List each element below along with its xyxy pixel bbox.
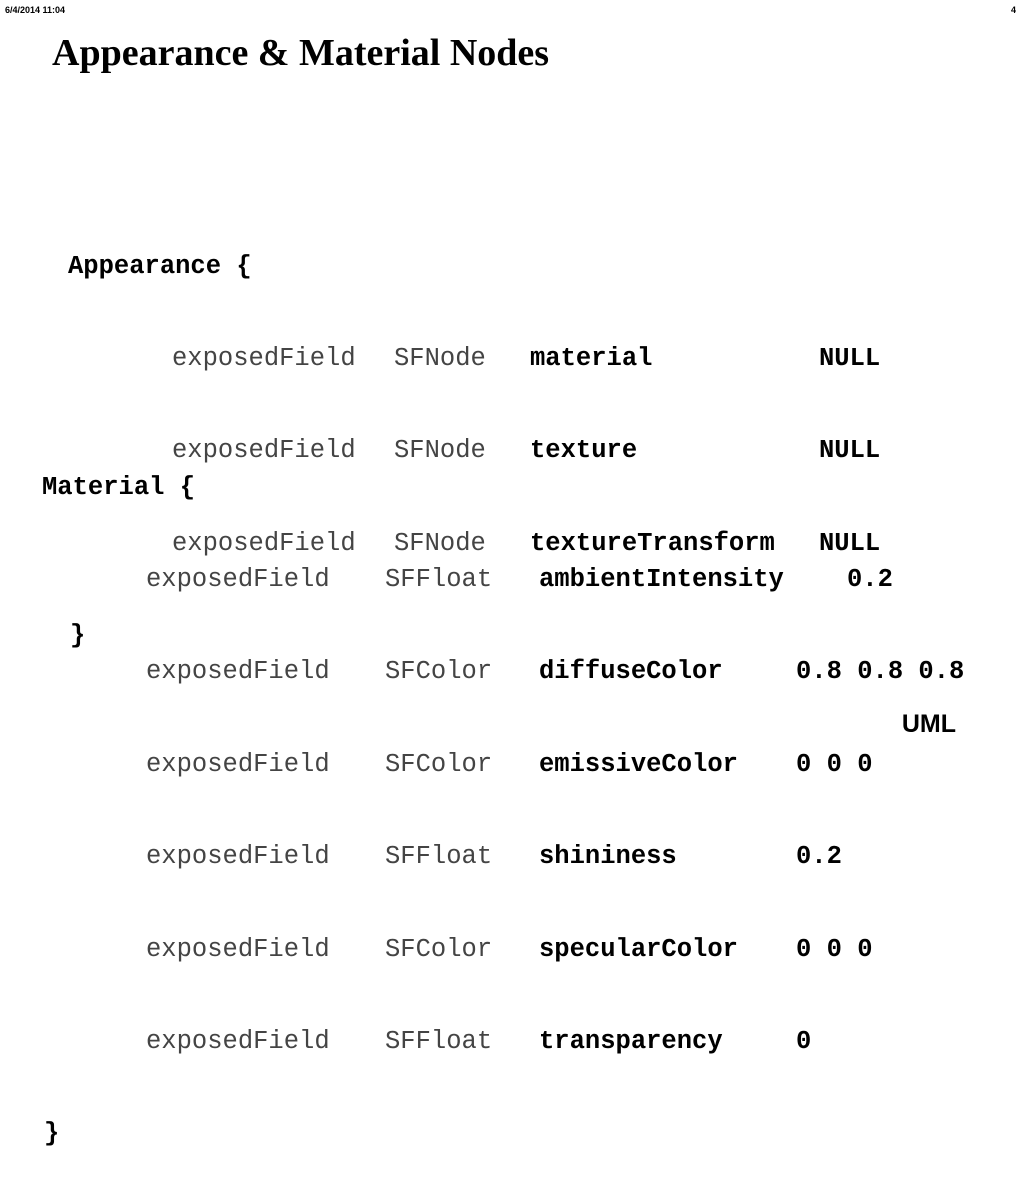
appearance-field-row: exposedField SFNode material NULL xyxy=(68,344,880,375)
appearance-close: } xyxy=(70,621,86,651)
material-close: } xyxy=(44,1119,60,1149)
field-default-value: 0 0 0 xyxy=(796,934,873,964)
field-kind: exposedField xyxy=(146,1026,330,1056)
field-type: SFFloat xyxy=(385,564,493,594)
field-default-value: 0.2 xyxy=(796,842,842,872)
field-default-value: NULL xyxy=(819,436,881,466)
field-default-value: NULL xyxy=(819,343,881,373)
material-field-row: exposedField SFColor emissiveColor 0 0 0 xyxy=(42,750,964,781)
field-type: SFColor xyxy=(385,657,493,687)
field-kind: exposedField xyxy=(172,528,356,558)
material-field-row: exposedField SFFloat shininess 0.2 xyxy=(42,842,964,873)
field-name: textureTransform xyxy=(530,528,775,558)
field-default-value: NULL xyxy=(819,528,881,558)
slide-title: Appearance & Material Nodes xyxy=(52,32,550,74)
material-field-row: exposedField SFFloat transparency 0 xyxy=(42,1027,964,1058)
field-default-value: 0.2 xyxy=(847,564,893,594)
field-name: material xyxy=(530,343,653,373)
field-name: transparency xyxy=(539,1026,723,1056)
field-kind: exposedField xyxy=(146,657,330,687)
material-open: Material { xyxy=(42,472,196,502)
header-page-number: 4 xyxy=(1010,5,1016,15)
field-default-value: 0 0 0 xyxy=(796,749,873,779)
field-name: emissiveColor xyxy=(539,749,738,779)
material-field-row: exposedField SFColor diffuseColor 0.8 0.8 0… xyxy=(42,657,964,688)
field-name: texture xyxy=(530,436,638,466)
field-name: specularColor xyxy=(539,934,738,964)
field-kind: exposedField xyxy=(146,749,330,779)
field-type: SFFloat xyxy=(385,1026,493,1056)
field-type: SFColor xyxy=(385,749,493,779)
material-field-row: exposedField SFFloat ambientIntensity 0.2 xyxy=(42,565,964,596)
appearance-open: Appearance { xyxy=(68,251,252,281)
field-kind: exposedField xyxy=(146,842,330,872)
field-name: ambientIntensity xyxy=(539,564,784,594)
field-type: SFNode xyxy=(394,528,486,558)
field-kind: exposedField xyxy=(172,343,356,373)
field-kind: exposedField xyxy=(146,564,330,594)
field-type: SFNode xyxy=(394,343,486,373)
header-datetime: 6/4/2014 11:04 xyxy=(5,5,66,15)
field-kind: exposedField xyxy=(172,436,356,466)
field-name: shininess xyxy=(539,842,677,872)
field-default-value: 0 xyxy=(796,1026,812,1056)
material-field-row: exposedField SFColor specularColor 0 0 0 xyxy=(42,935,964,966)
field-type: SFFloat xyxy=(385,842,493,872)
footer-label: UML xyxy=(901,710,956,738)
field-default-value: 0.8 0.8 0.8 xyxy=(796,657,965,687)
field-type: SFNode xyxy=(394,436,486,466)
appearance-field-row: exposedField SFNode texture NULL xyxy=(68,436,880,467)
field-type: SFColor xyxy=(385,934,493,964)
field-kind: exposedField xyxy=(146,934,330,964)
appearance-field-row: exposedField SFNode textureTransform NULL xyxy=(68,529,880,560)
field-name: diffuseColor xyxy=(539,657,723,687)
